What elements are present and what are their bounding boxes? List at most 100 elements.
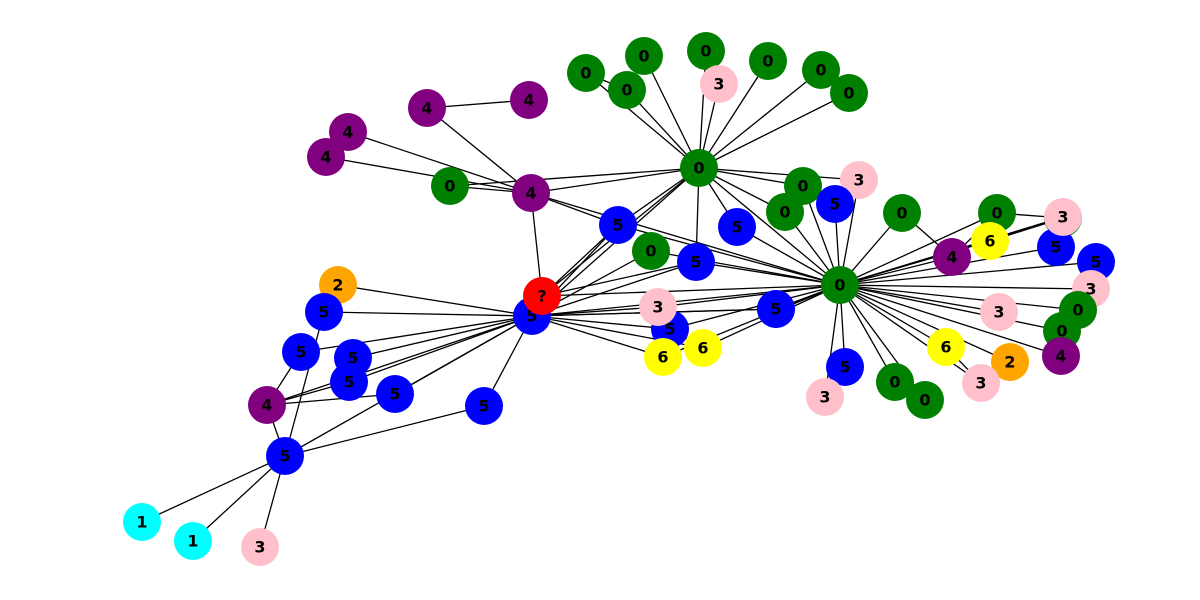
- node-label: 5: [526, 307, 537, 326]
- graph-node: 5: [718, 208, 756, 246]
- graph-node: 1: [174, 522, 212, 560]
- graph-node: 3: [1044, 198, 1082, 236]
- edge-c5-k3h: [531, 306, 659, 317]
- graph-node: 5: [816, 185, 854, 223]
- node-circle: [802, 51, 840, 89]
- node-circle: [266, 437, 304, 475]
- edge-u4-p4b: [325, 156, 532, 194]
- node-label: 4: [946, 248, 957, 267]
- node-label: 5: [347, 349, 358, 368]
- edge-b8-c5: [531, 315, 671, 330]
- node-circle: [639, 288, 677, 326]
- node-label: 4: [320, 148, 331, 167]
- node-label: 3: [819, 388, 830, 407]
- node-label: 3: [652, 298, 663, 317]
- graph-node: 6: [684, 329, 722, 367]
- node-circle: [687, 32, 725, 70]
- node-circle: [1044, 198, 1082, 236]
- edge-u1-p4b: [426, 107, 532, 194]
- node-circle: [408, 89, 446, 127]
- edge-p4b-hub1: [530, 192, 841, 286]
- edge-u3-p4b: [347, 131, 532, 194]
- graph-node: 4: [408, 89, 446, 127]
- node-circle: [766, 193, 804, 231]
- node-circle: [806, 378, 844, 416]
- node-circle: [523, 277, 561, 315]
- graph-node: 0: [906, 381, 944, 419]
- node-label: 0: [1072, 301, 1083, 320]
- node-label: 0: [834, 276, 845, 295]
- node-circle: [512, 174, 550, 212]
- node-label: 0: [762, 52, 773, 71]
- node-label: 4: [421, 99, 432, 118]
- node-circle: [830, 74, 868, 112]
- node-circle: [599, 206, 637, 244]
- edge-hub0-g1: [585, 72, 700, 169]
- edge-c5-o2: [337, 284, 533, 317]
- node-circle: [465, 387, 503, 425]
- node-circle: [980, 293, 1018, 331]
- edge-hub0-g7: [698, 92, 850, 169]
- node-label: 0: [1056, 322, 1067, 341]
- node-circle: [680, 149, 718, 187]
- node-label: 1: [136, 513, 147, 532]
- edge-hub0-hub1: [698, 167, 841, 286]
- edge-b2-c5: [531, 261, 697, 317]
- graph-node: 0: [821, 266, 859, 304]
- graph-node: 0: [608, 71, 646, 109]
- node-label: 4: [342, 123, 353, 142]
- node-circle: [677, 243, 715, 281]
- node-label: 0: [638, 47, 649, 66]
- edge-hub0-g3: [643, 55, 700, 169]
- node-label: ?: [537, 287, 546, 306]
- graph-node: 3: [700, 65, 738, 103]
- graph-node: 1: [123, 503, 161, 541]
- edge-hub1-k3e: [839, 284, 1000, 313]
- edge-b16-b14: [284, 405, 485, 457]
- graph-node: 0: [883, 194, 921, 232]
- graph-node: 0: [632, 232, 670, 270]
- edge-hub1-b1: [736, 226, 841, 286]
- node-label: 0: [815, 61, 826, 80]
- graph-node: 4: [510, 81, 548, 119]
- edge-hub1-k3f: [839, 284, 982, 384]
- graph-node: 4: [248, 386, 286, 424]
- node-label: 5: [829, 195, 840, 214]
- node-label: 0: [919, 391, 930, 410]
- graph-node: 3: [980, 293, 1018, 331]
- edge-q-b2: [541, 261, 697, 297]
- node-label: 6: [984, 232, 995, 251]
- node-label: 5: [612, 216, 623, 235]
- node-circle: [718, 208, 756, 246]
- edge-hub0-g6: [698, 69, 822, 169]
- node-circle: [971, 222, 1009, 260]
- node-circle: [376, 375, 414, 413]
- node-circle: [991, 343, 1029, 381]
- edge-hub0-k3b: [698, 167, 860, 181]
- node-circle: [821, 266, 859, 304]
- edge-hub1-b6: [839, 261, 1097, 286]
- graph-node: 0: [687, 32, 725, 70]
- edge-hub1-o1: [839, 284, 1011, 363]
- graph-node: 5: [376, 375, 414, 413]
- node-circle: [510, 81, 548, 119]
- graph-node: 0: [680, 149, 718, 187]
- edge-hub0-g8: [449, 167, 700, 187]
- graph-node: 5: [757, 290, 795, 328]
- graph-node: 6: [644, 338, 682, 376]
- graph-node: 0: [625, 37, 663, 75]
- edge-hub0-g5: [698, 60, 769, 169]
- graph-nodes: 005?450000000344440555000350064535330046…: [123, 32, 1115, 566]
- node-label: 3: [993, 303, 1004, 322]
- graph-node: 5: [330, 363, 368, 401]
- node-label: 5: [1090, 253, 1101, 272]
- node-label: 3: [975, 374, 986, 393]
- edge-c5-b11: [352, 315, 533, 359]
- edge-b16-c2: [192, 455, 286, 542]
- node-label: 4: [1055, 347, 1066, 366]
- node-circle: [883, 194, 921, 232]
- graph-node: 6: [927, 328, 965, 366]
- node-label: 0: [991, 204, 1002, 223]
- node-circle: [307, 138, 345, 176]
- node-label: 0: [645, 242, 656, 261]
